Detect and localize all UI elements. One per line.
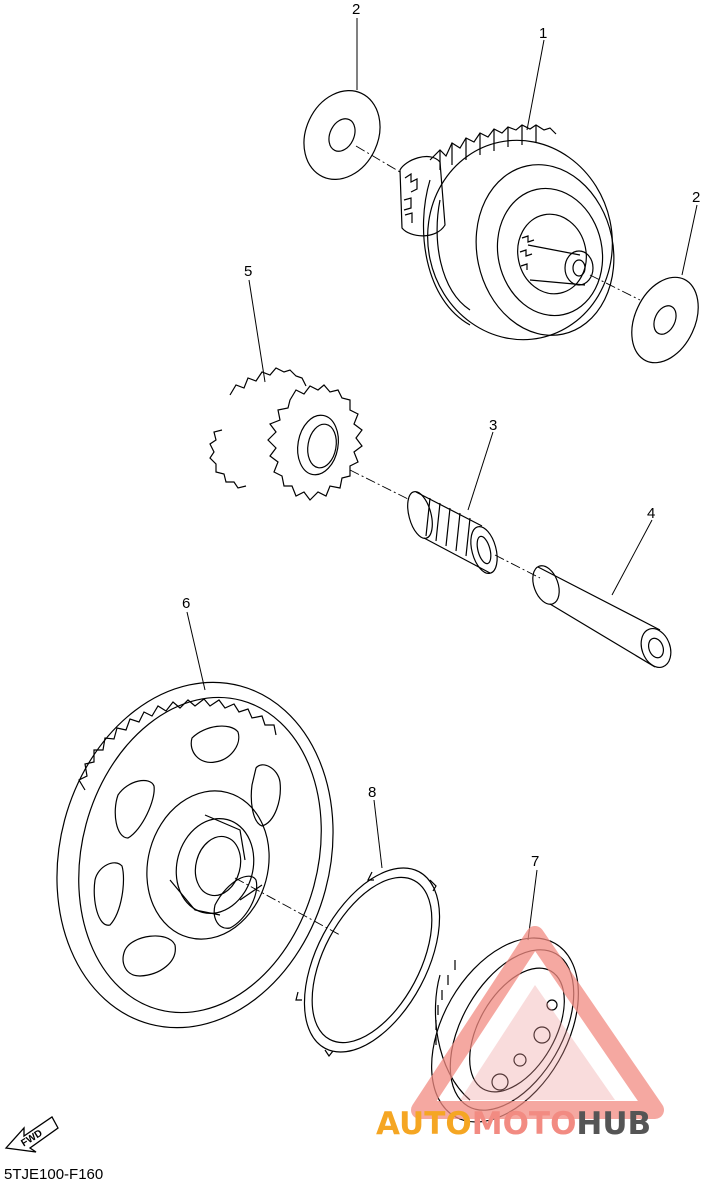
watermark-hub: HUB [576, 1106, 651, 1142]
callout-6: 6 [182, 595, 190, 612]
callout-7: 7 [531, 853, 539, 870]
automotohub-logo: AUTOMOTOHUB [376, 926, 664, 1142]
callout-2-right: 2 [692, 189, 700, 206]
drawing-code: 5TJE100-F160 [4, 1166, 104, 1183]
callout-5: 5 [244, 263, 252, 280]
callout-4: 4 [647, 505, 655, 522]
washer-right [631, 276, 699, 364]
svg-text:AUTOMOTOHUB: AUTOMOTOHUB [376, 1106, 651, 1142]
starter-wheel-gear [56, 681, 334, 1029]
callout-3: 3 [489, 417, 497, 434]
clutch-shim-plate [295, 867, 441, 1058]
idler-shaft [532, 565, 672, 668]
fwd-arrow-icon: FWD [4, 1116, 59, 1153]
watermark-auto: AUTO [376, 1106, 472, 1142]
callout-8: 8 [368, 784, 376, 801]
needle-bearing [407, 491, 498, 574]
watermark-moto: MOTO [472, 1106, 577, 1142]
callout-1: 1 [539, 25, 547, 42]
washer-top [303, 90, 381, 180]
starter-clutch-assembly [399, 124, 615, 341]
idler-gear [209, 367, 363, 501]
callout-2-top: 2 [352, 1, 360, 18]
